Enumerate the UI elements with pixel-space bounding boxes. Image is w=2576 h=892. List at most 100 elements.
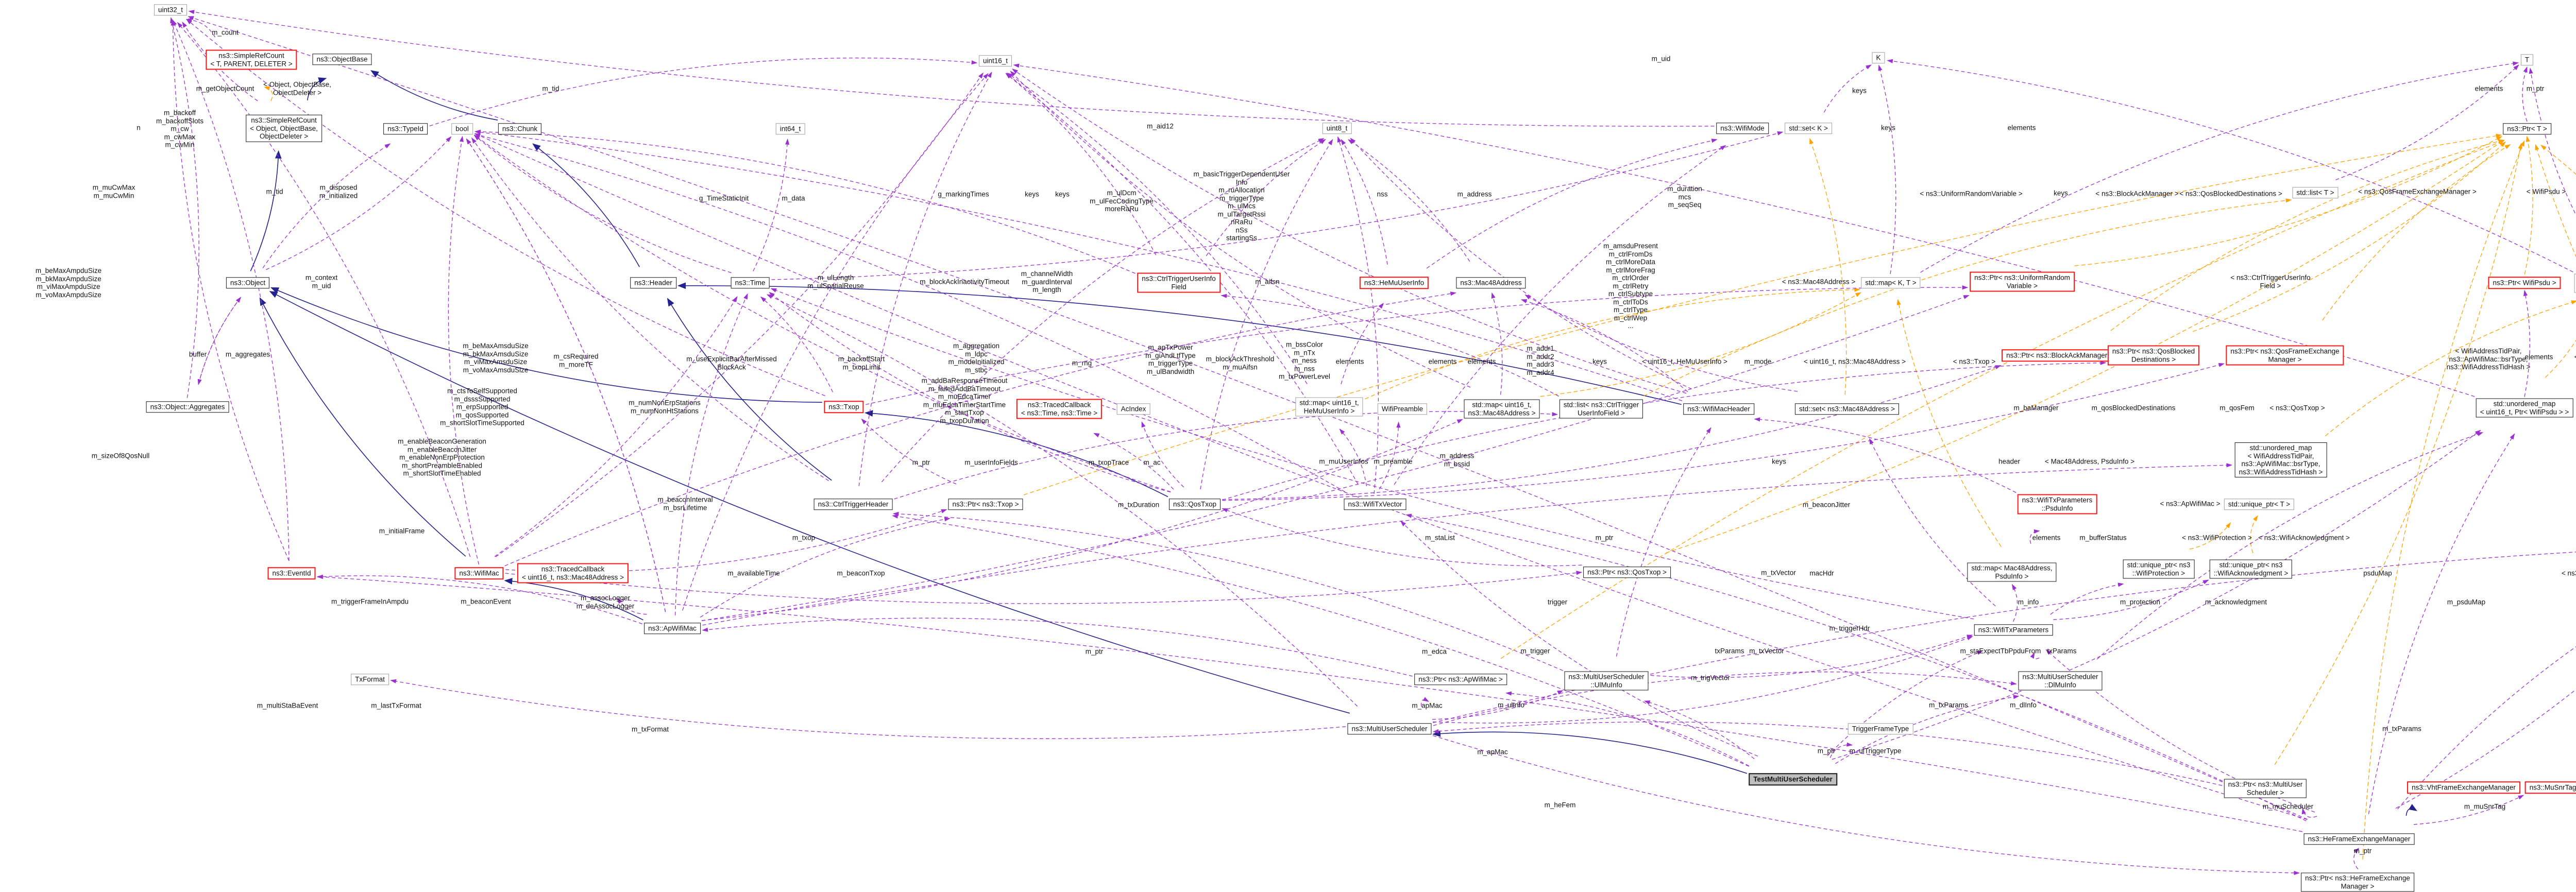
class-node-umapKT[interactable]: std::unordered_map< K, T > <box>2574 273 2576 293</box>
class-node-hefem[interactable]: ns3::HeFrameExchangeManager <box>2303 833 2415 845</box>
class-node-wifimode[interactable]: ns3::WifiMode <box>1716 123 1769 134</box>
edge-mus-to-time <box>766 294 1358 707</box>
class-node-setK[interactable]: std::set< K > <box>1785 123 1832 134</box>
class-node-tcTT[interactable]: ns3::TracedCallback< ns3::Time, ns3::Tim… <box>1016 399 1103 419</box>
class-node-hemuui[interactable]: ns3::HeMuUserInfo <box>1359 277 1429 289</box>
edge-label: m_dlInfo <box>2010 701 2037 709</box>
edge-label: < ns3::QosBlockedDestinations > <box>2179 190 2282 198</box>
class-node-label: bool <box>455 125 469 133</box>
class-node-ptrApMac[interactable]: ns3::Ptr< ns3::ApWifiMac > <box>1414 674 1507 685</box>
edge-label: m_staList <box>1425 534 1455 542</box>
class-node-eventid[interactable]: ns3::EventId <box>267 567 316 579</box>
class-node-mapU16He[interactable]: std::map< uint16_t,HeMuUserInfo > <box>1295 397 1363 417</box>
class-node-aggr[interactable]: ns3::Object::Aggregates <box>146 401 229 413</box>
edge-typeid-to-uint16 <box>429 57 978 127</box>
class-node-txop[interactable]: ns3::Txop <box>824 401 864 413</box>
class-node-apmac[interactable]: ns3::ApWifiMac <box>644 623 701 634</box>
class-node-uniqProt[interactable]: std::unique_ptr< ns3::WifiProtection > <box>2123 559 2195 579</box>
edge-wtv-to-mapU16He <box>1339 428 1367 487</box>
class-node-ptrPsdu[interactable]: ns3::Ptr< WifiPsdu > <box>2488 277 2561 289</box>
class-node-main[interactable]: TestMultiUserScheduler <box>1749 773 1837 785</box>
class-node-chunk[interactable]: ns3::Chunk <box>498 123 542 134</box>
edge-apmac-to-bool <box>466 138 666 612</box>
class-node-ulmu[interactable]: ns3::MultiUserScheduler::UlMuInfo <box>1564 671 1649 691</box>
class-node-acindex[interactable]: AcIndex <box>1116 403 1150 415</box>
class-node-srcT[interactable]: ns3::SimpleRefCount< T, PARENT, DELETER … <box>206 49 297 70</box>
class-node-wtv[interactable]: ns3::WifiTxVector <box>1344 499 1406 510</box>
class-node-mus[interactable]: ns3::MultiUserScheduler <box>1347 723 1432 734</box>
edge-object-to-typeid <box>262 143 391 268</box>
class-node-cth[interactable]: ns3::CtrlTriggerHeader <box>814 499 893 510</box>
class-node-label: ns3::WifiAddressTidHash > <box>2239 468 2323 476</box>
edge-label: m_ptr <box>2353 847 2372 855</box>
class-node-mapKT[interactable]: std::map< K, T > <box>1861 277 1921 288</box>
edge-label: m_protection <box>2120 598 2161 606</box>
edge-label: m_triggerHdr <box>1829 624 1870 632</box>
class-node-mapMacPsdu[interactable]: std::map< Mac48Address,PsduInfo > <box>1967 562 2057 582</box>
class-node-musnr[interactable]: ns3::MuSnrTag <box>2524 781 2576 794</box>
class-node-int64[interactable]: int64_t <box>775 123 805 134</box>
class-node-label: ns3::Ptr< ns3::QosTxop > <box>1587 568 1667 576</box>
class-node-label: std::map< uint16_t, <box>1472 401 1532 409</box>
class-node-tft[interactable]: TriggerFrameType <box>1848 723 1913 734</box>
class-node-dlmu[interactable]: ns3::MultiUserScheduler::DlMuInfo <box>2018 671 2103 691</box>
edge-label: macHdr <box>1809 569 1834 577</box>
class-node-ptrBam[interactable]: ns3::Ptr< ns3::BlockAckManager > <box>2002 349 2118 362</box>
edge-label: m_triggerFrameInAmpdu <box>331 597 409 606</box>
edge-wtp-to-uniqProt <box>2050 582 2124 615</box>
edge-hefem-to-ptrMus <box>2301 808 2317 818</box>
class-node-psduinfo[interactable]: ns3::WifiTxParameters::PsduInfo <box>2017 494 2097 514</box>
class-node-ptrTxop[interactable]: ns3::Ptr< ns3::Txop > <box>948 499 1023 510</box>
class-node-tcU16Mac[interactable]: ns3::TracedCallback< uint16_t, ns3::Mac4… <box>517 563 629 584</box>
class-node-K[interactable]: K <box>1872 52 1885 63</box>
class-node-label: Manager > <box>2268 355 2302 363</box>
class-node-vht[interactable]: ns3::VhtFrameExchangeManager <box>2407 781 2520 794</box>
class-node-label: ns3::Ptr< ns3::QosFrameExchange <box>2230 347 2340 355</box>
edge-label: m_txVector <box>1761 569 1796 577</box>
class-node-typeid[interactable]: ns3::TypeId <box>383 123 428 134</box>
edge-cth-to-listCtrl <box>894 411 1558 500</box>
class-node-T[interactable]: T <box>2520 54 2534 65</box>
class-node-wtp[interactable]: ns3::WifiTxParameters <box>1974 624 2053 636</box>
class-node-mac48[interactable]: ns3::Mac48Address <box>1456 277 1526 288</box>
class-node-time[interactable]: ns3::Time <box>731 277 770 288</box>
edge-wtp-to-uniqAck <box>2053 579 2209 620</box>
class-node-txformat[interactable]: TxFormat <box>351 674 389 685</box>
class-node-label: ns3::Time <box>735 279 766 287</box>
class-node-ptrQosTxop[interactable]: ns3::Ptr< ns3::QosTxop > <box>1583 567 1671 578</box>
class-node-bool[interactable]: bool <box>451 123 473 134</box>
class-node-umapPsdu[interactable]: std::unordered_map< uint16_t, Ptr< WifiP… <box>2476 398 2573 418</box>
class-node-mapU16Mac[interactable]: std::map< uint16_t,ns3::Mac48Address > <box>1464 399 1540 419</box>
class-node-label: ns3::HeFrameExchangeManager <box>2308 835 2411 843</box>
class-node-uint8[interactable]: uint8_t <box>1322 123 1352 134</box>
class-node-setMac[interactable]: std::set< ns3::Mac48Address > <box>1794 403 1900 415</box>
class-node-uniqT[interactable]: std::unique_ptr< T > <box>2224 499 2295 510</box>
class-node-uniqAck[interactable]: std::unique_ptr< ns3::WifiAcknowledgment… <box>2209 559 2293 579</box>
class-node-header[interactable]: ns3::Header <box>630 277 676 288</box>
class-node-object[interactable]: ns3::Object <box>226 277 270 288</box>
class-node-wmh[interactable]: ns3::WifiMacHeader <box>1683 403 1754 415</box>
class-node-umapWatp[interactable]: std::unordered_map< WifiAddressTidPair,n… <box>2234 442 2327 477</box>
class-node-qostxop[interactable]: ns3::QosTxop <box>1168 499 1221 510</box>
class-node-uint16[interactable]: uint16_t <box>978 55 1012 66</box>
edge-label: m_info <box>2018 598 2039 606</box>
class-node-objbase[interactable]: ns3::ObjectBase <box>312 54 372 65</box>
class-node-uint32[interactable]: uint32_t <box>154 4 188 15</box>
class-node-listT[interactable]: std::list< T > <box>2292 187 2338 198</box>
class-node-preamble[interactable]: WifiPreamble <box>1377 403 1428 415</box>
class-node-ptrT[interactable]: ns3::Ptr< T > <box>2503 123 2551 134</box>
class-node-wifimac[interactable]: ns3::WifiMac <box>454 567 504 579</box>
class-node-srcObj[interactable]: ns3::SimpleRefCount< Object, ObjectBase,… <box>246 114 322 142</box>
